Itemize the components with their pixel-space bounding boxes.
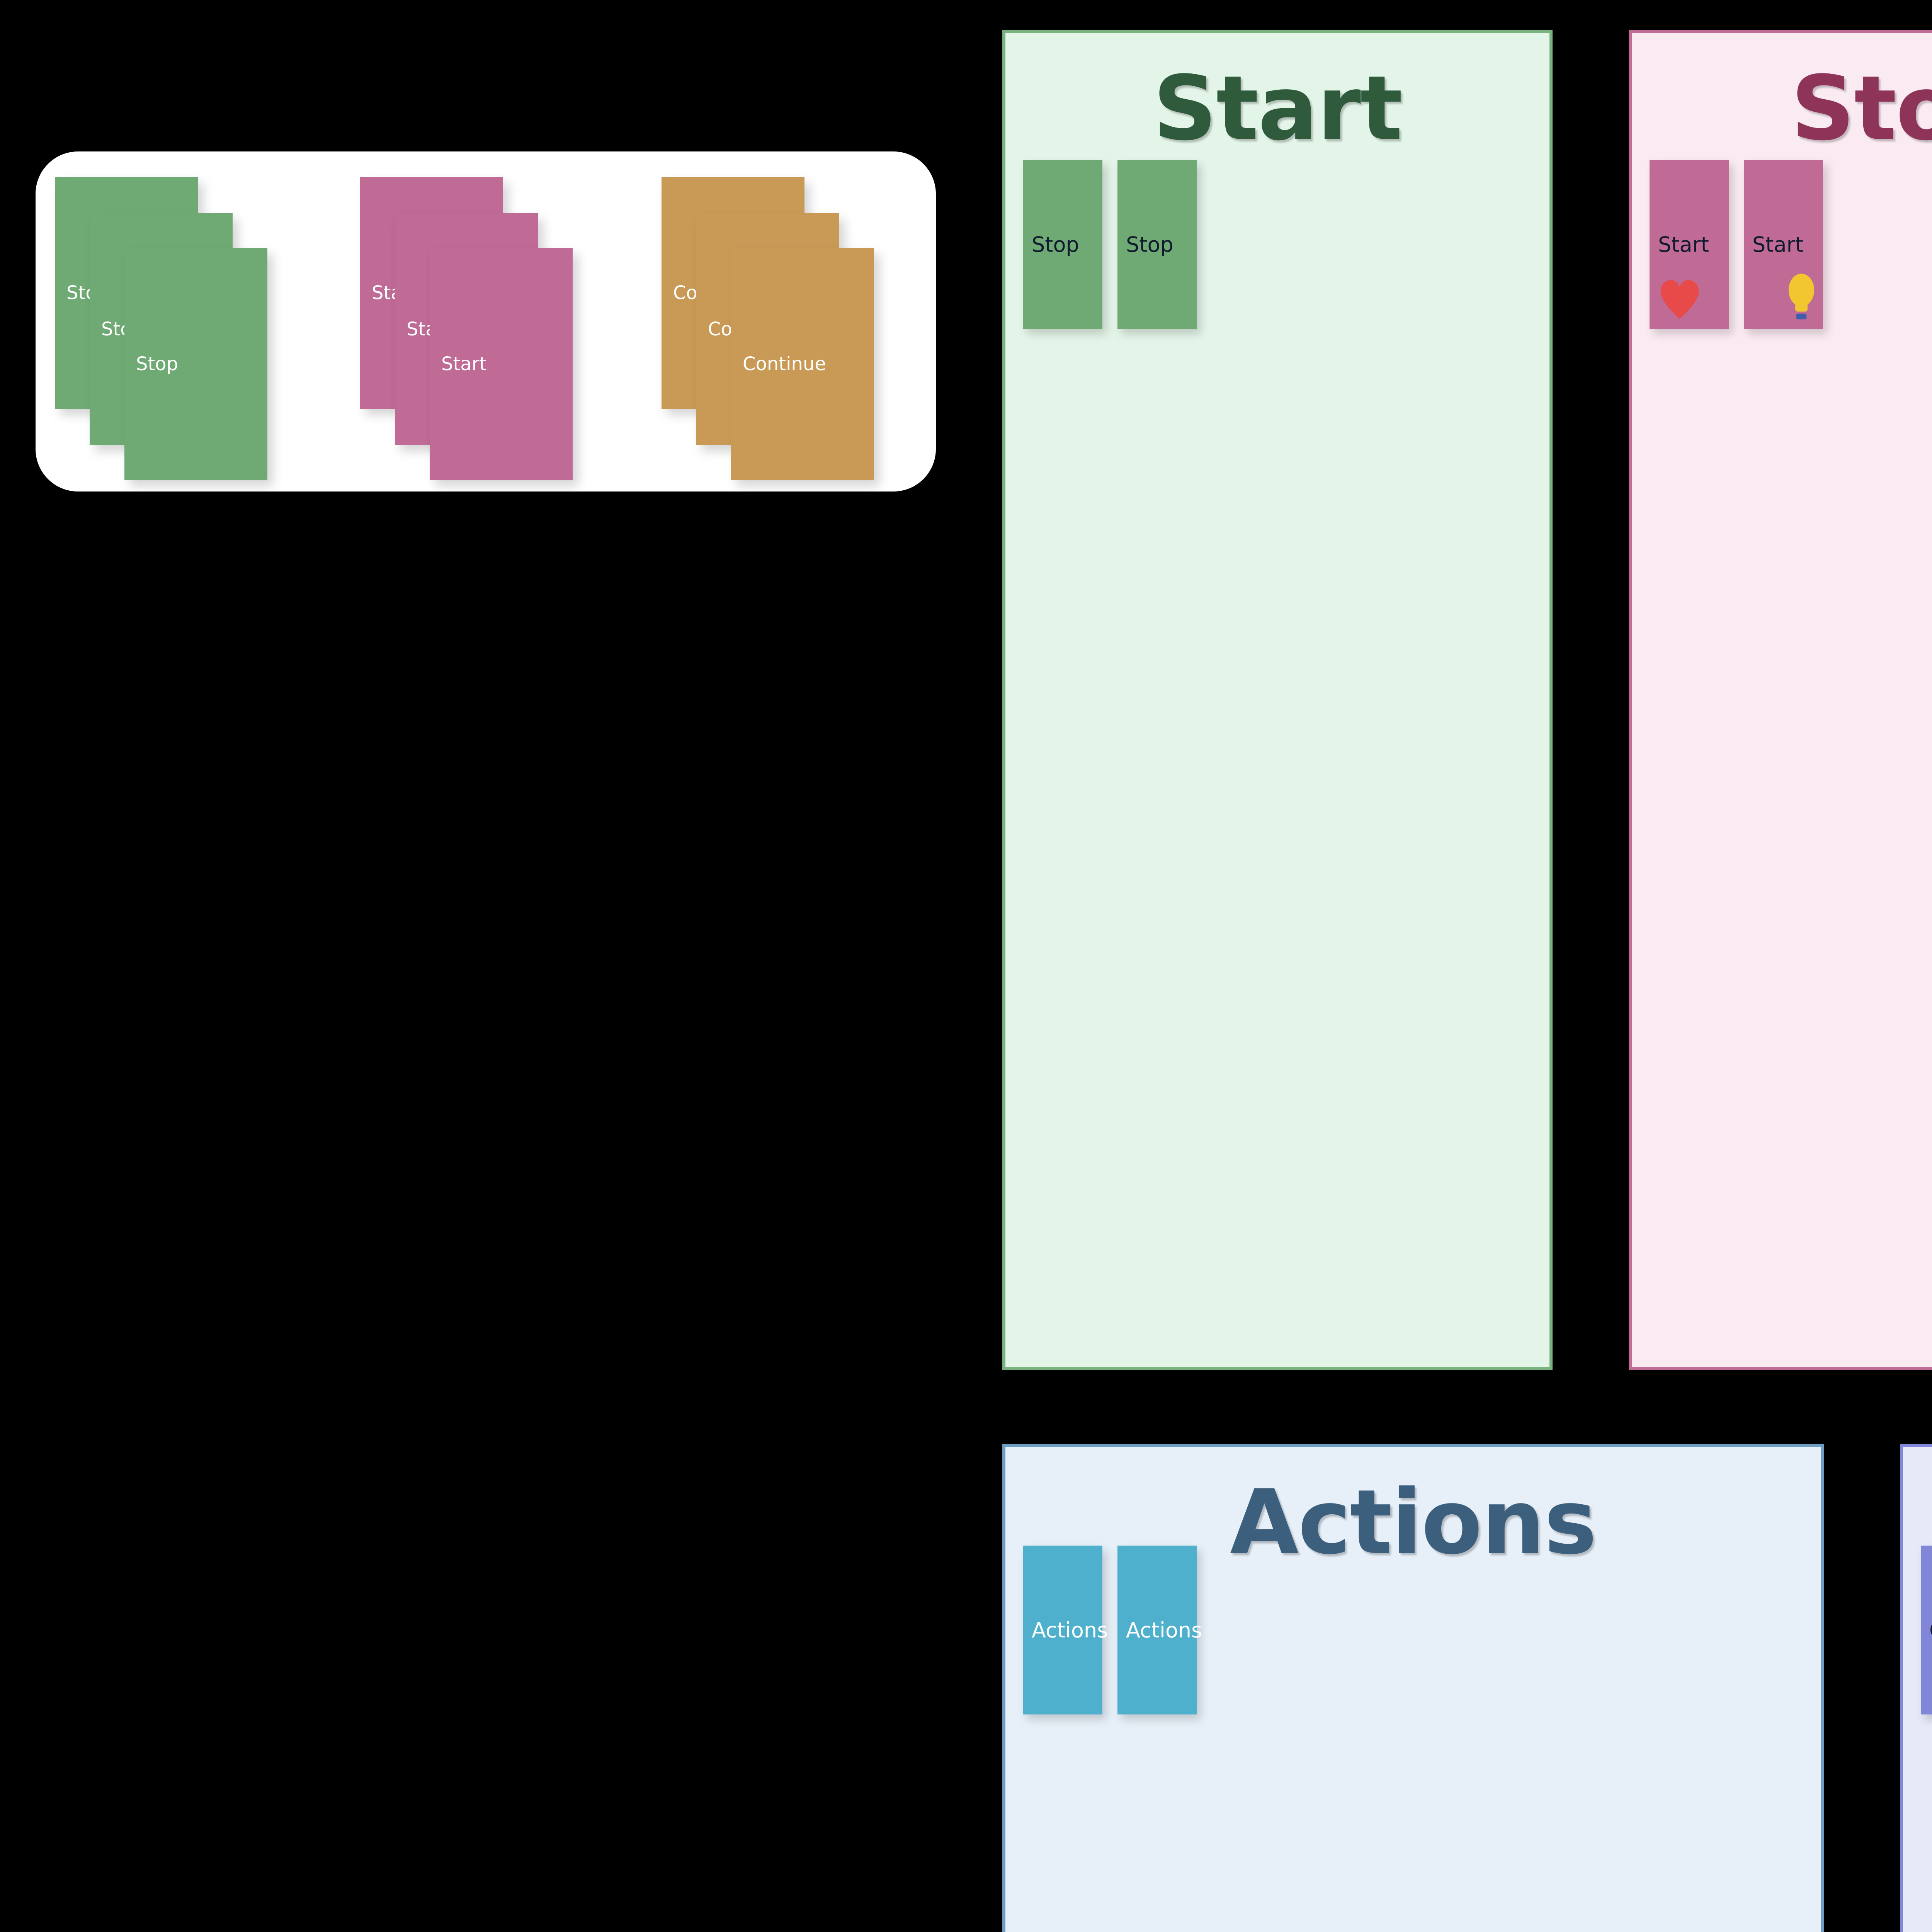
note-label: Start (1752, 232, 1803, 257)
note-card[interactable]: Start (1650, 160, 1729, 329)
palette-note[interactable]: Start (430, 248, 573, 480)
palette-group-green[interactable]: Stop Stop Stop (36, 151, 306, 492)
note-label: Questions (1929, 1618, 1932, 1642)
note-card[interactable]: Actions (1117, 1546, 1202, 1714)
column-title-start: Start (1153, 57, 1403, 160)
note-card[interactable]: Start (1744, 160, 1823, 329)
palette-group-tan[interactable]: Continue Continue Continue (642, 151, 913, 492)
note-label: Stop (1126, 232, 1173, 257)
palette-note-label: Continue (743, 353, 826, 375)
note-card[interactable]: Questions (1921, 1546, 1932, 1714)
palette-note[interactable]: Continue (731, 248, 874, 480)
note-card[interactable]: Stop (1117, 160, 1197, 329)
palette-note-label: Stop (136, 353, 179, 375)
note-label: Start (1658, 232, 1709, 257)
palette-note[interactable]: Stop (124, 248, 267, 480)
note-palette-card[interactable]: Stop Stop Stop Start Start Start Continu… (36, 151, 936, 492)
palette-note-label: Start (441, 353, 487, 375)
heart-sticker[interactable] (1656, 275, 1703, 321)
section-title-actions: Actions (1230, 1471, 1597, 1574)
note-card[interactable]: Actions (1023, 1546, 1108, 1714)
column-stop[interactable]: Stop Start Start (1629, 30, 1932, 1370)
note-label: Actions (1126, 1618, 1202, 1642)
lightbulb-sticker[interactable] (1783, 272, 1820, 320)
palette-group-pink[interactable]: Start Start Start (341, 151, 611, 492)
note-label: Actions (1032, 1618, 1108, 1642)
section-actions[interactable]: Actions Actions Actions (1002, 1444, 1824, 1932)
section-questions[interactable]: Questions Questions Questions (1900, 1444, 1932, 1932)
note-card[interactable]: Stop (1023, 160, 1102, 329)
column-title-stop: Stop (1791, 57, 1932, 160)
note-label: Stop (1032, 232, 1079, 257)
column-start[interactable]: Start Stop Stop (1002, 30, 1553, 1370)
